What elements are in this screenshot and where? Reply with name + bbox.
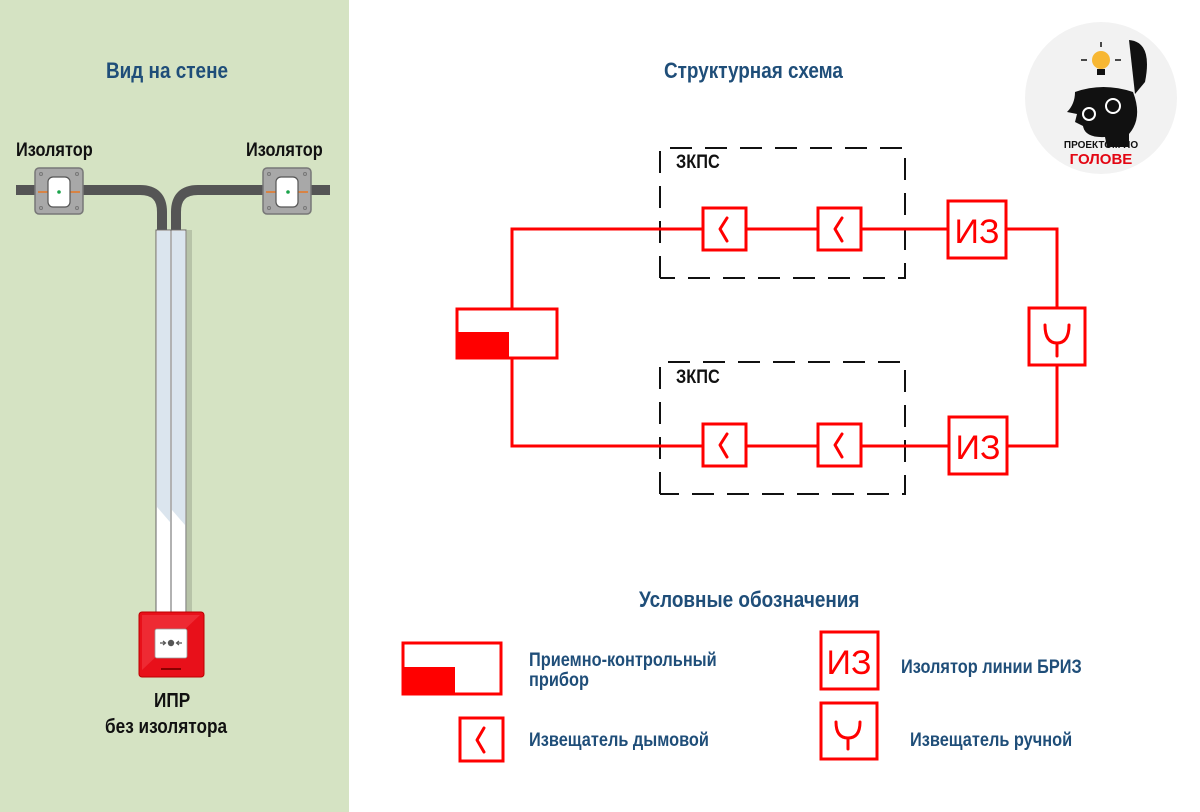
control-panel-symbol (455, 307, 559, 360)
legend-control-panel-label-2: прибор (529, 670, 589, 691)
brand-logo: ПРОЕКТОМ ПО ГОЛОВЕ (1025, 22, 1177, 174)
smoke-detector-4 (816, 422, 863, 468)
legend-smoke-detector-icon (458, 716, 505, 763)
head-gears-icon (1067, 40, 1147, 147)
legend-isolator-text: ИЗ (827, 644, 872, 682)
legend-title: Условные обозначения (639, 587, 860, 612)
logo-line2: ГОЛОВЕ (1069, 151, 1133, 168)
isolator-left-label: Изолятор (16, 140, 93, 161)
smoke-detector-2 (816, 206, 863, 252)
wall-view-title: Вид на стене (106, 58, 229, 83)
zone-bottom-boundary (659, 361, 906, 495)
logo-line1: ПРОЕКТОМ ПО (1063, 140, 1139, 151)
legend-control-panel-label-1: Приемно-контрольный (529, 650, 717, 671)
legend-manual-call-point-icon (819, 701, 879, 761)
smoke-detector-1 (701, 206, 748, 252)
legend-isolator-label: Изолятор линии БРИЗ (901, 657, 1082, 678)
isolator-left-device (34, 167, 84, 215)
schema-title: Структурная схема (664, 58, 843, 83)
ipr-label-line2: без изолятора (105, 716, 228, 738)
legend-manual-call-point-label: Извещатель ручной (910, 730, 1073, 751)
isolator-top-text: ИЗ (955, 213, 1000, 251)
ipr-label-line1: ИПР (154, 690, 191, 712)
zone-top-label: ЗКПС (676, 152, 720, 173)
zone-bottom-label: ЗКПС (676, 367, 720, 388)
smoke-detector-3 (701, 422, 748, 468)
isolator-bottom-symbol (947, 415, 1009, 476)
manual-call-point-symbol (1027, 306, 1087, 367)
loop-wiring (510, 227, 1059, 448)
legend-control-panel-icon (401, 641, 503, 696)
isolator-bottom-text: ИЗ (956, 429, 1001, 467)
legend-smoke-detector-label: Извещатель дымовой (529, 730, 709, 751)
isolator-right-device (262, 167, 312, 215)
cable-duct (155, 229, 192, 625)
cable-run (16, 185, 330, 232)
manual-call-point-device (138, 611, 205, 678)
isolator-right-label: Изолятор (246, 140, 323, 161)
legend-isolator-icon (819, 630, 880, 691)
isolator-top-symbol (946, 199, 1008, 260)
zone-top-boundary (659, 147, 906, 279)
